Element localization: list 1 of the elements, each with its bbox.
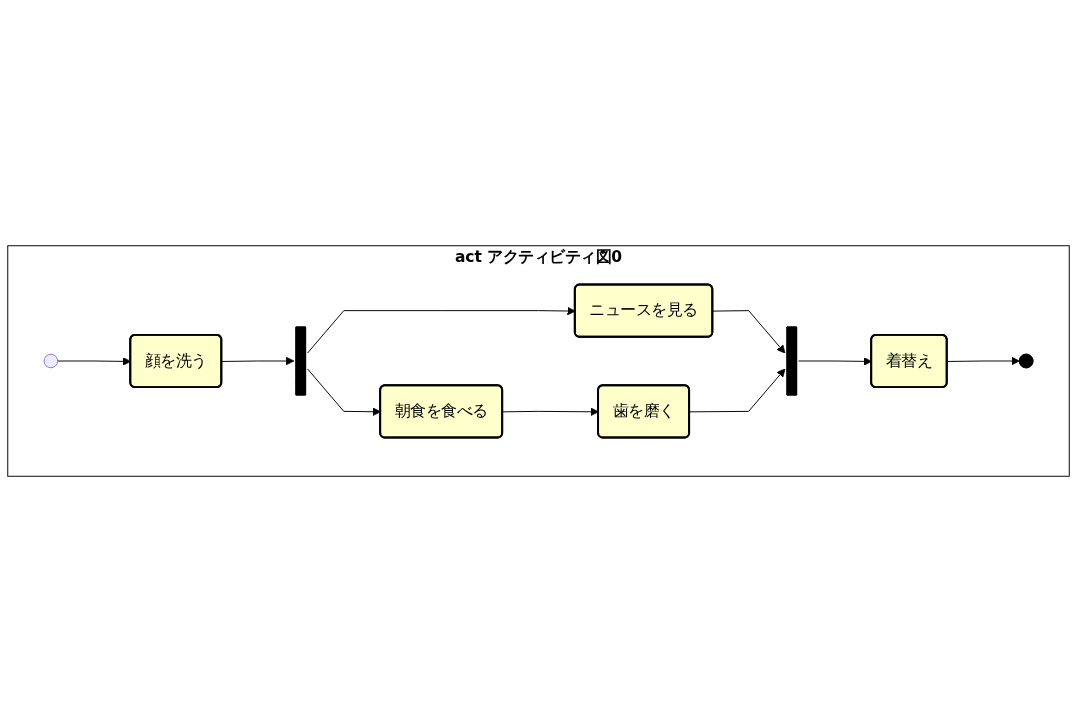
node-circle [43, 353, 59, 368]
